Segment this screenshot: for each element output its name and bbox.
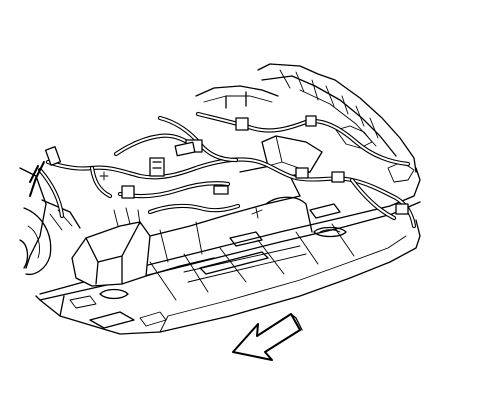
wiring-harness: [37, 111, 417, 229]
harness-connectors: [29, 115, 409, 227]
arrow-front-of-vehicle-icon: [232, 313, 303, 361]
center-tunnel: [71, 135, 323, 287]
rear-body-structure: [195, 63, 417, 183]
